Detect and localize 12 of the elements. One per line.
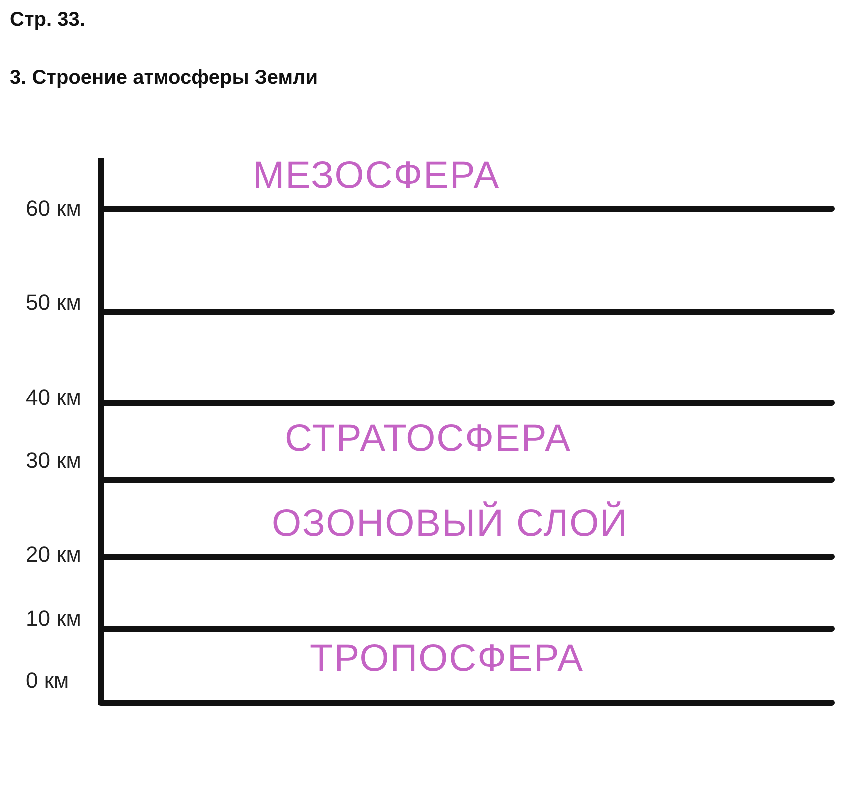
altitude-label: 0 км (26, 670, 70, 692)
altitude-label: 10 км (26, 608, 82, 630)
altitude-label: 60 км (26, 198, 82, 220)
layer-label: ТРОПОСФЕРА (310, 640, 584, 678)
heading: 3. Строение атмосферы Земли (10, 67, 318, 90)
layer-label: СТРАТОСФЕРА (285, 420, 572, 458)
altitude-label: 20 км (26, 544, 82, 566)
altitude-label: 30 км (26, 450, 82, 472)
altitude-label: 40 км (26, 387, 82, 409)
altitude-label: 50 км (26, 292, 82, 314)
page-number: Стр. 33. (10, 9, 86, 32)
layer-label: МЕЗОСФЕРА (253, 157, 500, 195)
